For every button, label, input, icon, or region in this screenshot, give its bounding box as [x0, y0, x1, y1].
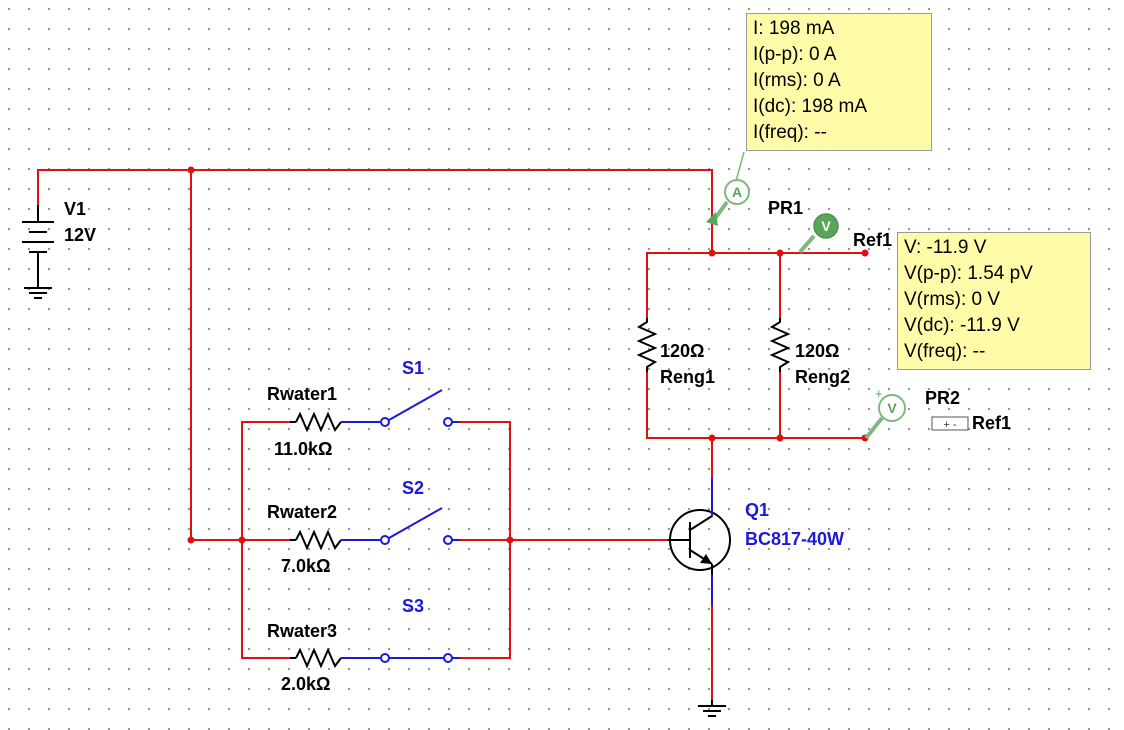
rwater2-value: 7.0kΩ — [281, 556, 330, 576]
voltage-probe-pr2[interactable]: V + — [864, 386, 906, 440]
rwater3-value: 2.0kΩ — [281, 674, 330, 694]
resistor-reng1[interactable] — [636, 318, 658, 372]
readout-line: I(rms): 0 A — [753, 70, 841, 91]
voltage-probe-ref1[interactable]: V — [798, 213, 839, 254]
s1-label: S1 — [402, 358, 424, 378]
readout-line: I: 198 mA — [753, 18, 835, 39]
switch-s2[interactable] — [380, 507, 460, 545]
s3-label: S3 — [402, 596, 424, 616]
transistor-q1[interactable] — [668, 478, 731, 606]
reng1-label: Reng1 — [660, 367, 715, 387]
reng1-value: 120Ω — [660, 341, 704, 361]
readout-line: I(dc): 198 mA — [753, 96, 868, 117]
voltage-probe-readout: V: -11.9 V V(p-p): 1.54 pV V(rms): 0 V V… — [897, 232, 1091, 370]
reng2-value: 120Ω — [795, 341, 839, 361]
rwater1-label: Rwater1 — [267, 384, 337, 404]
voltmeter-symbol-1: V — [821, 218, 831, 234]
v1-value: 12V — [64, 225, 96, 245]
readout-line: V: -11.9 V — [904, 237, 987, 258]
readout-line: V(dc): -11.9 V — [904, 315, 1020, 336]
junctions — [187, 166, 869, 544]
pr2-label: PR2 — [925, 388, 960, 408]
voltmeter-symbol-2: V — [887, 400, 897, 416]
readout-line: V(rms): 0 V — [904, 289, 1001, 310]
ref-box-text: + - — [943, 419, 956, 431]
wires — [37, 169, 866, 701]
switch-s1[interactable] — [380, 389, 460, 427]
rwater2-label: Rwater2 — [267, 502, 337, 522]
readout-line: I(p-p): 0 A — [753, 44, 837, 65]
resistor-rwater2[interactable] — [290, 529, 380, 551]
plus-sign: + — [875, 386, 883, 401]
readout-line: I(freq): -- — [753, 122, 827, 143]
ref1-label-pr2: Ref1 — [972, 413, 1011, 433]
rwater1-value: 11.0kΩ — [274, 439, 332, 459]
ammeter-symbol: A — [732, 184, 742, 200]
v1-label: V1 — [64, 199, 86, 219]
ref-indicator-box: + - — [931, 416, 969, 431]
rwater3-label: Rwater3 — [267, 621, 337, 641]
q1-label: Q1 — [745, 500, 769, 520]
ground-symbol — [698, 700, 726, 717]
resistor-rwater3[interactable] — [290, 647, 380, 669]
q1-model: BC817-40W — [745, 529, 844, 549]
current-probe-readout: I: 198 mA I(p-p): 0 A I(rms): 0 A I(dc):… — [746, 13, 932, 151]
readout-line: V(p-p): 1.54 pV — [904, 263, 1033, 284]
resistor-rwater1[interactable] — [290, 411, 380, 433]
readout-line: V(freq): -- — [904, 341, 986, 362]
battery-v1[interactable] — [22, 205, 54, 299]
ammeter-probe-pr1[interactable]: A — [706, 151, 750, 226]
switch-s3[interactable] — [380, 653, 460, 663]
s2-label: S2 — [402, 478, 424, 498]
ref1-label-top: Ref1 — [853, 230, 892, 250]
resistor-reng2[interactable] — [769, 318, 791, 372]
pr1-label: PR1 — [768, 198, 803, 218]
reng2-label: Reng2 — [795, 367, 850, 387]
